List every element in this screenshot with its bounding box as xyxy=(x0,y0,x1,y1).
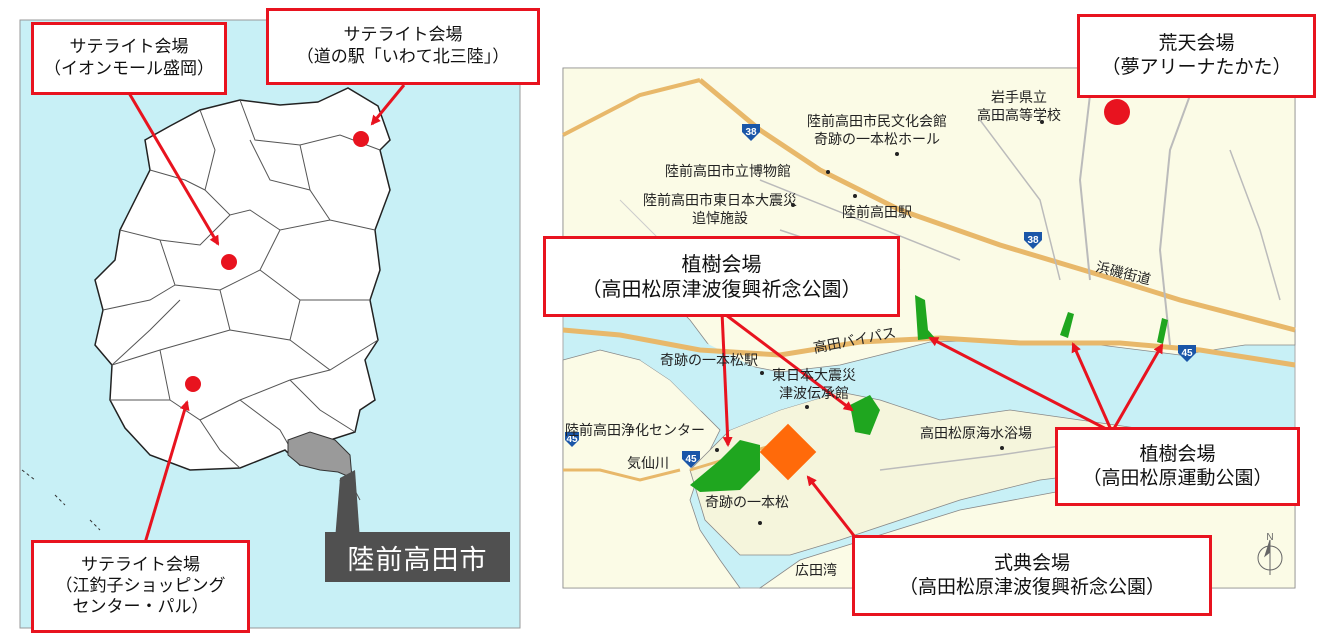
north-arrow: N xyxy=(1257,532,1283,575)
label-museum: 陸前高田市立博物館 xyxy=(665,164,791,180)
venue-box-planting-memorial: 植樹会場 （高田松原津波復興祈念公園） xyxy=(543,236,900,317)
svg-text:N: N xyxy=(1266,532,1273,543)
arrow-memorial-1 xyxy=(720,311,733,447)
arrow-sports-3 xyxy=(1110,343,1164,433)
venue-box-ceremony: 式典会場 （高田松原津波復興祈念公園） xyxy=(852,535,1212,616)
label-memorial: 陸前高田市東日本大震災 追悼施設 xyxy=(643,193,797,227)
arrow-kitasanriku xyxy=(370,84,406,126)
label-bay: 広田湾 xyxy=(795,563,837,579)
dashed-boundary xyxy=(21,469,101,531)
arrow-ceremony xyxy=(806,475,857,538)
iwate-map xyxy=(19,19,521,629)
arrow-sports-1 xyxy=(928,336,1113,434)
callout-pointer-city xyxy=(335,470,360,540)
label-kesen-river: 気仙川 xyxy=(627,456,669,472)
arrow-morioka xyxy=(127,92,220,246)
arrow-etsuriko xyxy=(143,400,190,544)
label-purification: 陸前高田浄化センター xyxy=(565,423,705,439)
river-estuary xyxy=(640,340,880,430)
shield-45-c: 45 xyxy=(566,434,578,445)
label-school: 岩手県立 高田高等学校 xyxy=(977,90,1061,124)
satellite-dot-etsuriko xyxy=(185,376,201,392)
rikuzentakata-area xyxy=(287,431,353,479)
rain-venue-dot xyxy=(1104,99,1130,125)
green-planting-areas xyxy=(690,295,1168,492)
left-arrows xyxy=(127,84,406,544)
label-pine: 奇跡の一本松 xyxy=(705,495,789,511)
shield-45-b: 45 xyxy=(685,454,697,465)
green-area-sports-2 xyxy=(1060,312,1074,338)
green-area-sports-3 xyxy=(1157,318,1168,344)
label-tsunami-hall: 東日本大震災 津波伝承館 xyxy=(772,368,856,402)
green-area-park-1 xyxy=(690,440,760,492)
label-station: 陸前高田駅 xyxy=(842,205,912,221)
venue-box-planting-sports: 植樹会場 （高田松原運動公園） xyxy=(1055,427,1300,506)
arrow-memorial-2 xyxy=(721,310,854,412)
right-arrows xyxy=(720,310,1164,538)
arrow-sports-2 xyxy=(1071,342,1114,433)
shield-38-a: 38 xyxy=(745,127,757,138)
city-name-label: 陸前高田市 xyxy=(325,532,510,582)
route-shields: 38 38 45 45 45 xyxy=(565,124,1196,468)
green-area-sports-1 xyxy=(915,295,935,340)
venue-box-rain: 荒天会場 （夢アリーナたかた） xyxy=(1077,14,1316,98)
satellite-box-etsuriko: サテライト会場 （江釣子ショッピング センター・パル） xyxy=(31,540,250,633)
shield-38-b: 38 xyxy=(1027,235,1039,246)
label-beach: 高田松原海水浴場 xyxy=(920,426,1032,442)
label-ippon-station: 奇跡の一本松駅 xyxy=(660,353,758,369)
point-markers xyxy=(715,120,1044,525)
satellite-box-morioka: サテライト会場 （イオンモール盛岡） xyxy=(31,22,227,95)
shield-45-a: 45 xyxy=(1181,348,1193,359)
label-culture-hall: 陸前高田市民文化会館 奇跡の一本松ホール xyxy=(807,114,947,148)
satellite-dot-kitasanriku xyxy=(353,131,369,147)
green-area-memorial xyxy=(850,395,880,435)
satellite-dot-morioka xyxy=(221,254,237,270)
satellite-box-kitasanriku: サテライト会場 （道の駅「いわて北三陸」） xyxy=(266,8,540,85)
